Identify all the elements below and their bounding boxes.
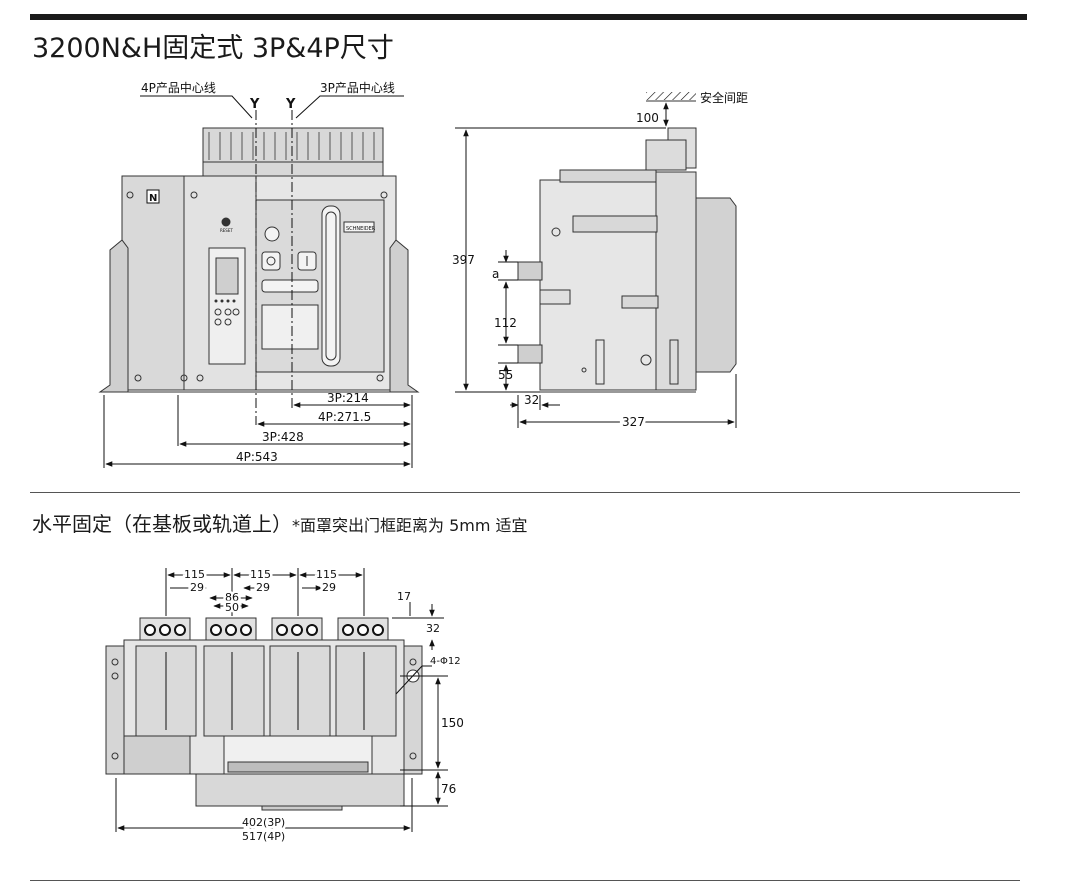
- axis-y-right: Y: [285, 97, 296, 112]
- dim-76: 76: [441, 782, 456, 796]
- brand-label: SCHNEIDER: [346, 226, 376, 232]
- bottom-view: [105, 617, 423, 811]
- axis-y-left: Y: [249, 97, 260, 112]
- section-subtitle-note: *面罩突出门框距离为 5mm 适宜: [292, 516, 528, 535]
- section-subtitle-main: 水平固定（在基板或轨道上）: [32, 512, 292, 536]
- dim-4p-271: 4P:271.5: [318, 410, 371, 424]
- dim-517-4p: 517(4P): [242, 830, 285, 843]
- side-view: [517, 92, 737, 393]
- bottom-dimensions: [115, 568, 448, 832]
- terminal-block: [202, 127, 384, 177]
- dim-50: 50: [225, 601, 239, 614]
- dim-a: a: [492, 267, 499, 281]
- dim-100: 100: [636, 111, 659, 125]
- dim-3p-428: 3P:428: [262, 430, 304, 444]
- dim-402-3p: 402(3P): [242, 816, 285, 829]
- dim-4p-543: 4P:543: [236, 450, 278, 464]
- reset-label: RESET: [220, 228, 233, 233]
- dim-115-c: 115: [316, 568, 337, 581]
- dim-115-b: 115: [250, 568, 271, 581]
- dim-17: 17: [397, 590, 411, 603]
- dim-29-b: 29: [256, 581, 270, 594]
- side-dimensions: [455, 102, 737, 428]
- dim-hole: 4-Φ12: [430, 656, 461, 667]
- section-divider: [30, 492, 1020, 493]
- section-subtitle: 水平固定（在基板或轨道上）*面罩突出门框距离为 5mm 适宜: [32, 508, 528, 537]
- dim-327: 327: [622, 415, 645, 429]
- center-lines: [255, 110, 293, 425]
- dim-150: 150: [441, 716, 464, 730]
- dim-112: 112: [494, 316, 517, 330]
- label-4p-center: 4P产品中心线: [141, 80, 216, 95]
- top-rule: [30, 14, 1027, 20]
- dim-29-a: 29: [190, 581, 204, 594]
- dim-32: 32: [524, 393, 539, 407]
- dim-29-c: 29: [322, 581, 336, 594]
- label-3p-center: 3P产品中心线: [320, 80, 395, 95]
- dim-32-bottom: 32: [426, 622, 440, 635]
- dim-86: 86: [225, 591, 239, 604]
- neutral-badge: N: [149, 193, 157, 204]
- safety-label: 安全间距: [700, 90, 748, 105]
- page-title: 3200N&H固定式 3P&4P尺寸: [32, 33, 394, 64]
- front-dimensions: [103, 395, 413, 468]
- dim-397: 397: [452, 253, 475, 267]
- dim-115-a: 115: [184, 568, 205, 581]
- dim-3p-214: 3P:214: [327, 391, 369, 405]
- front-view: [98, 127, 420, 393]
- bottom-divider: [30, 880, 1020, 881]
- dim-55: 55: [498, 368, 513, 382]
